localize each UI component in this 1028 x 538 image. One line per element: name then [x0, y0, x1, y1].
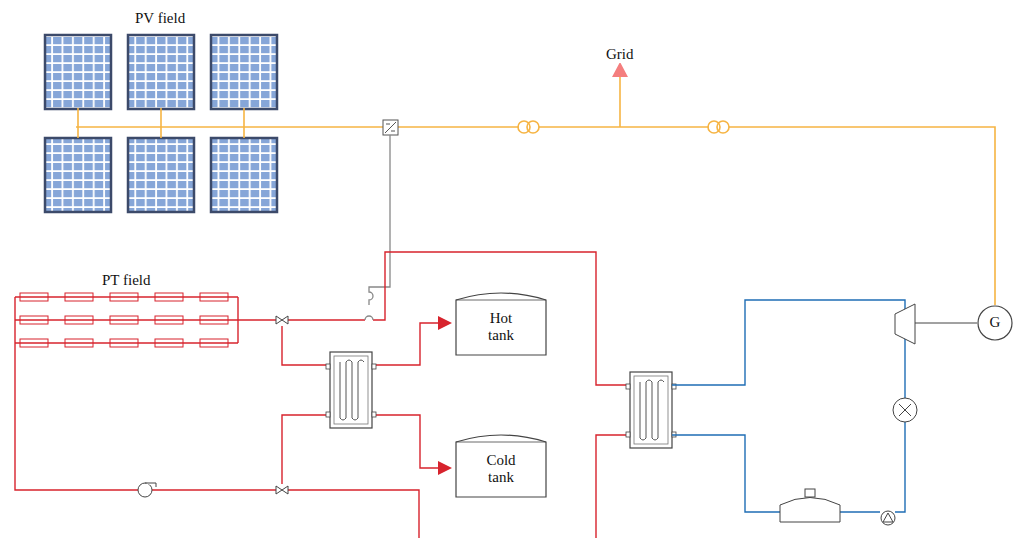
- field-label: PT field: [100, 272, 152, 289]
- pv-panel: [128, 138, 194, 212]
- generator-circle: G: [977, 305, 1013, 341]
- heat-exchanger: [326, 352, 376, 428]
- valves: [276, 316, 288, 494]
- thermal-pipes: [15, 252, 630, 538]
- condenser: [893, 398, 917, 422]
- flow-arrow: [438, 461, 452, 475]
- pv-panel: [45, 138, 111, 212]
- power-lines: [76, 77, 995, 305]
- pv-panels: [45, 35, 277, 212]
- storage-tank: Hot tank: [455, 290, 547, 356]
- pv-panel: [211, 138, 277, 212]
- pv-panel: [211, 35, 277, 109]
- cycle-pump: [881, 511, 895, 525]
- tank-label: Cold tank: [475, 444, 527, 487]
- inverter: [383, 120, 398, 135]
- turbine: [895, 304, 977, 344]
- grid-arrow: [612, 62, 628, 77]
- pump: [138, 483, 156, 497]
- field-label: PV field: [133, 10, 187, 27]
- storage-tank: Cold tank: [455, 432, 547, 498]
- grid-label: Grid: [604, 46, 636, 63]
- heat-exchanger: [626, 372, 676, 448]
- grey-line: [369, 135, 390, 305]
- receiver-tank: [780, 489, 840, 522]
- heat-exchangers: [326, 352, 676, 448]
- pv-panel: [45, 35, 111, 109]
- tank-label: Hot tank: [475, 302, 527, 345]
- pv-panel: [128, 35, 194, 109]
- power-cycle: [672, 300, 905, 512]
- flow-arrow: [438, 316, 452, 330]
- generator-label: G: [990, 314, 1001, 331]
